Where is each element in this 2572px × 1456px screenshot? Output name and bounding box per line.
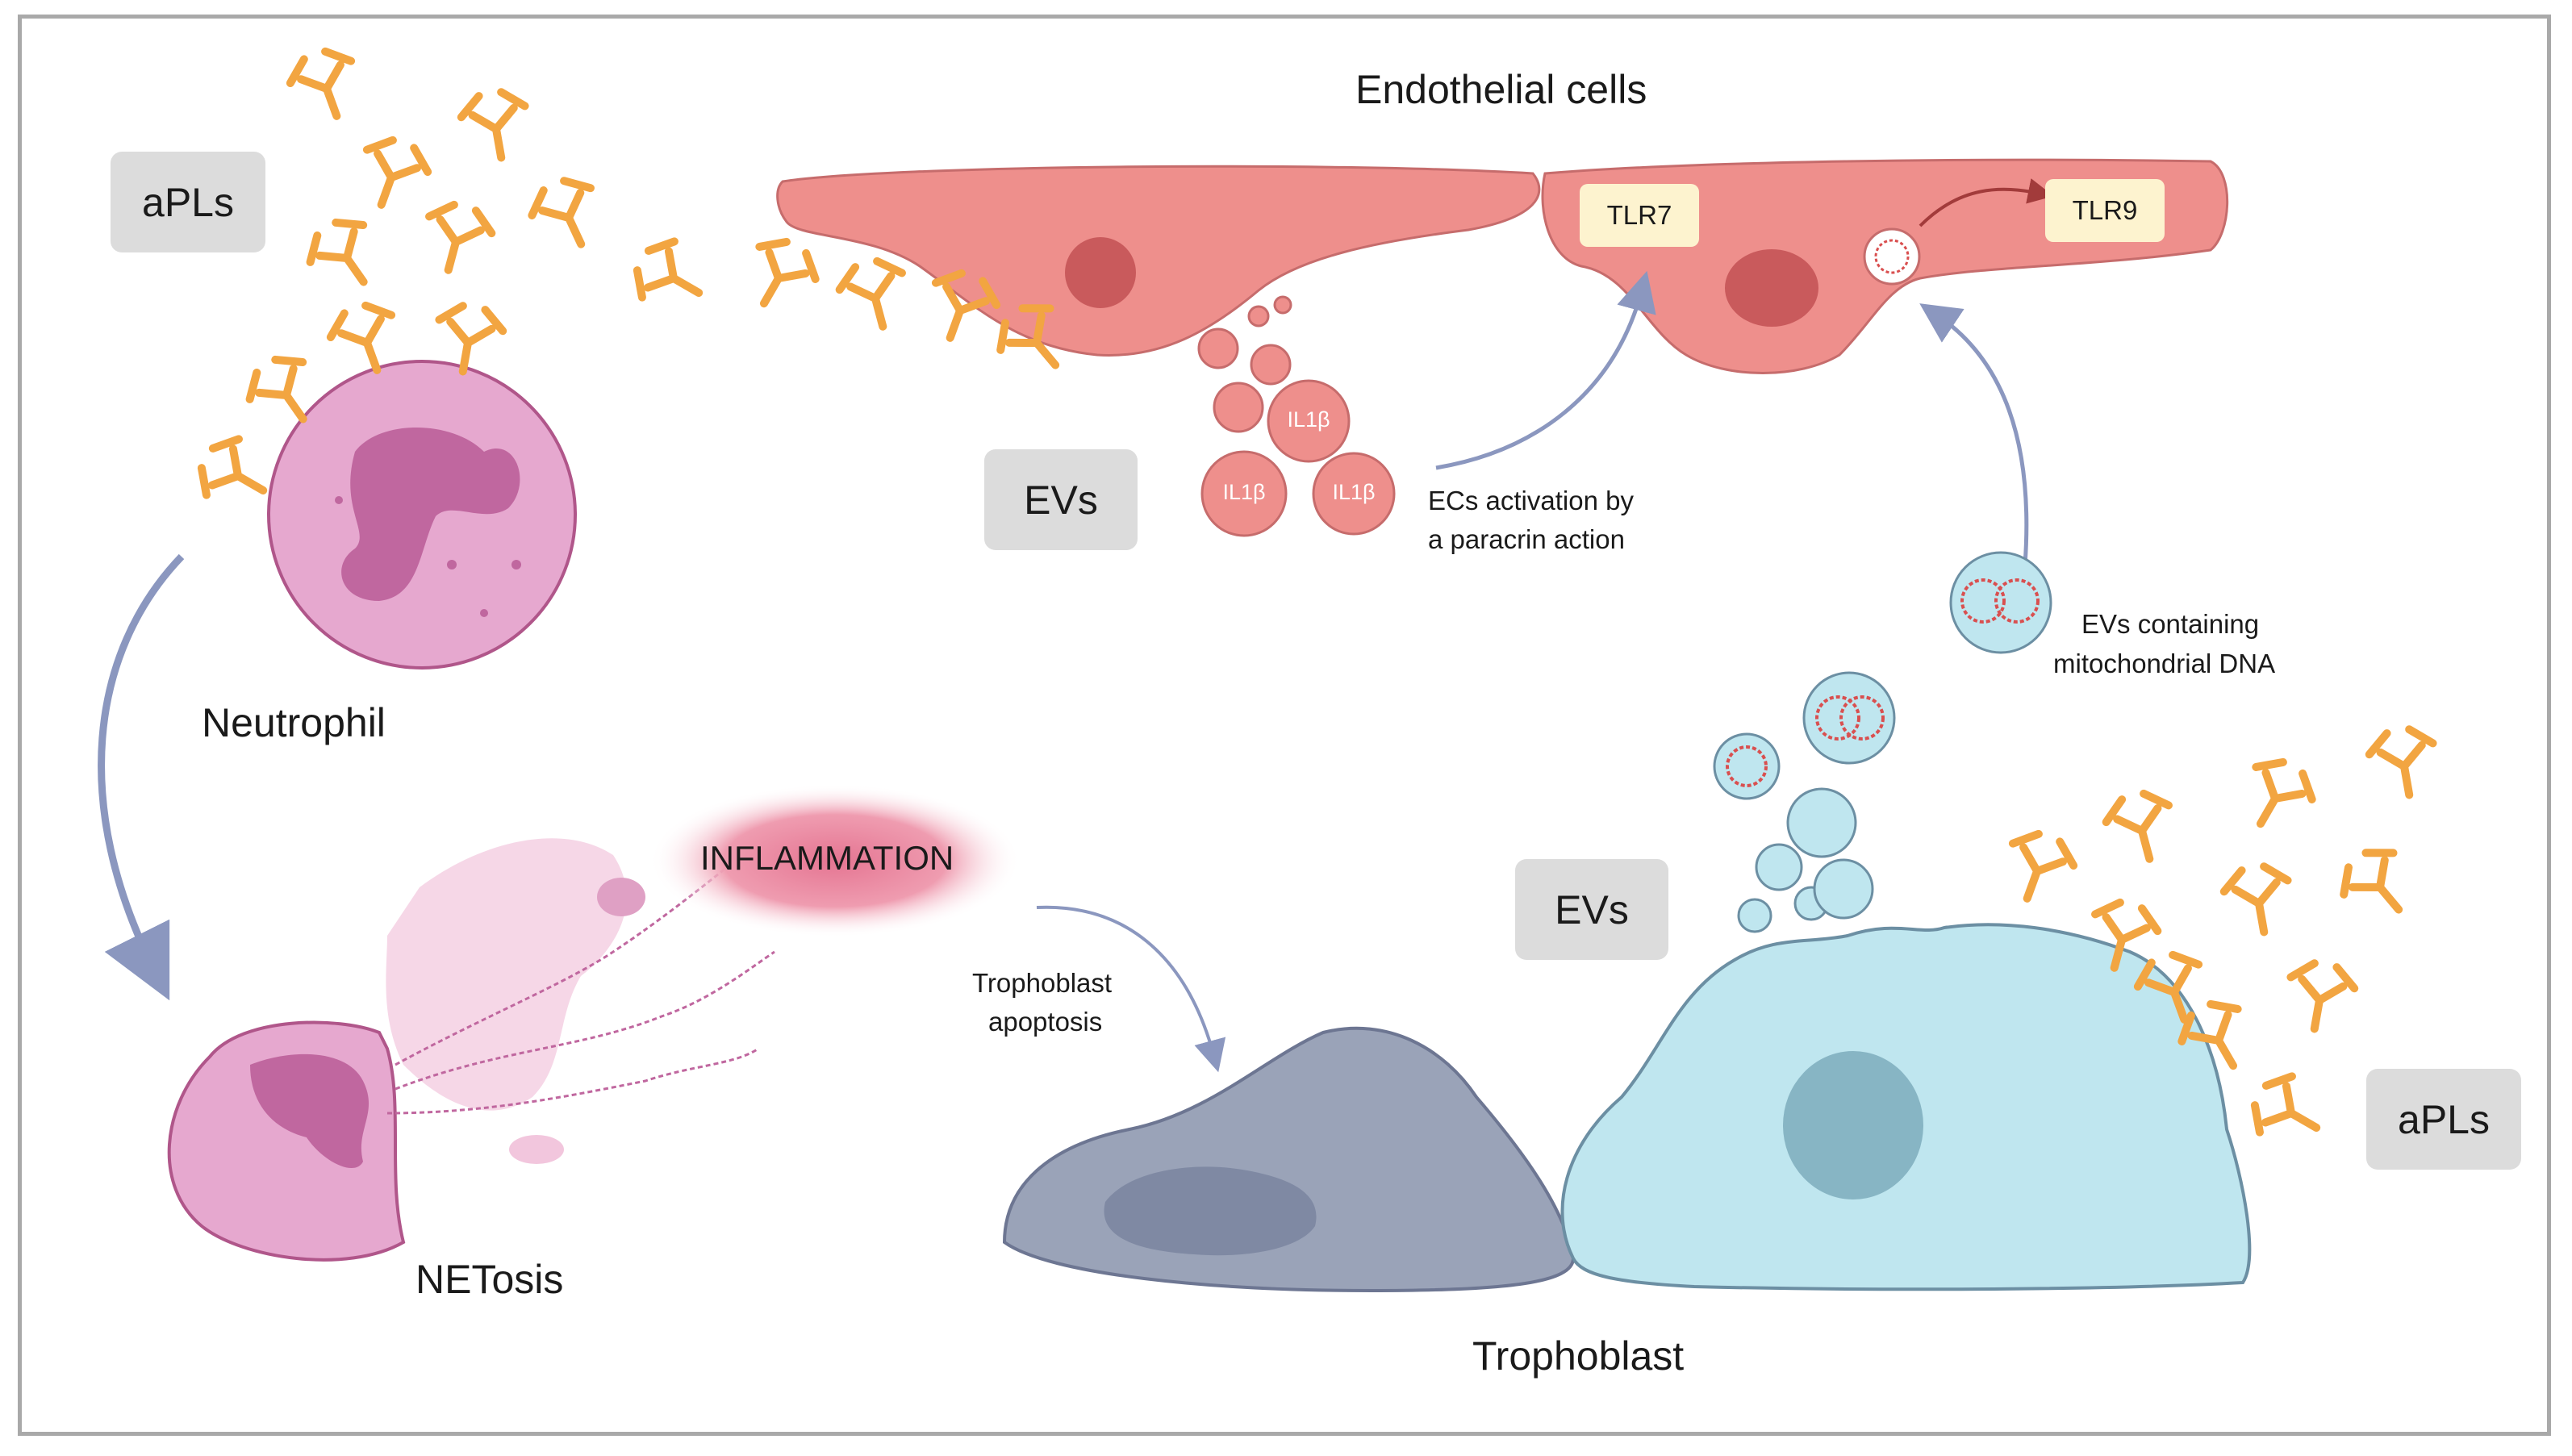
evs-box-top: EVs xyxy=(984,449,1138,550)
trophoblast-evs xyxy=(1713,671,1896,933)
arrow-mtdna-to-tlr9 xyxy=(1919,303,2029,565)
tropho-apoptosis-label-line2: apoptosis xyxy=(988,1007,1103,1037)
netosis-label: NETosis xyxy=(415,1257,564,1302)
neutrophil-cell xyxy=(267,360,577,670)
vesicles-il1b xyxy=(1197,327,1396,537)
netosis-cell xyxy=(167,838,775,1262)
apls-box-right: aPLs xyxy=(2366,1069,2521,1170)
arrow-neutrophil-to-netosis xyxy=(98,553,185,1001)
trophoblast-label: Trophoblast xyxy=(1472,1333,1685,1379)
ecs-activation-label-line1: ECs activation by xyxy=(1428,486,1634,515)
ecs-activation-label-line2: a paracrin action xyxy=(1428,524,1625,554)
il1b-label-2: IL1β xyxy=(1222,480,1266,504)
neutrophil-label: Neutrophil xyxy=(202,700,386,745)
inflammation-glow xyxy=(649,784,1021,937)
evs-box-bottom: EVs xyxy=(1515,859,1668,960)
endothelial-nucleus-right xyxy=(1725,249,1818,327)
trophoblast-live xyxy=(1560,923,2252,1291)
apls-box-left: aPLs xyxy=(111,152,265,252)
endosome-icon xyxy=(1863,227,1921,286)
evs-mito-label-line1: EVs containing xyxy=(2081,609,2260,639)
tropho-apoptosis-label-line1: Trophoblast xyxy=(972,968,1113,998)
arrow-paracrine-to-tlr7 xyxy=(1435,270,1656,470)
il1b-label-3: IL1β xyxy=(1332,480,1376,504)
il1b-label-1: IL1β xyxy=(1287,407,1330,432)
ev-mitochondrial-dna xyxy=(1949,551,2052,654)
trophoblast-dead xyxy=(1002,1026,1576,1293)
arrow-to-trophoblast-apoptosis xyxy=(1036,905,1226,1073)
tlr9-box: TLR9 xyxy=(2045,179,2165,242)
arrow-to-tlr9 xyxy=(1919,178,2054,227)
endothelial-cells-label: Endothelial cells xyxy=(1355,67,1647,112)
endothelial-cell-left xyxy=(776,165,1541,357)
endothelial-nucleus-left xyxy=(1065,237,1136,308)
inflammation-label: INFLAMMATION xyxy=(700,839,954,877)
evs-mito-label-line2: mitochondrial DNA xyxy=(2053,649,2276,678)
tlr7-box: TLR7 xyxy=(1580,184,1699,247)
